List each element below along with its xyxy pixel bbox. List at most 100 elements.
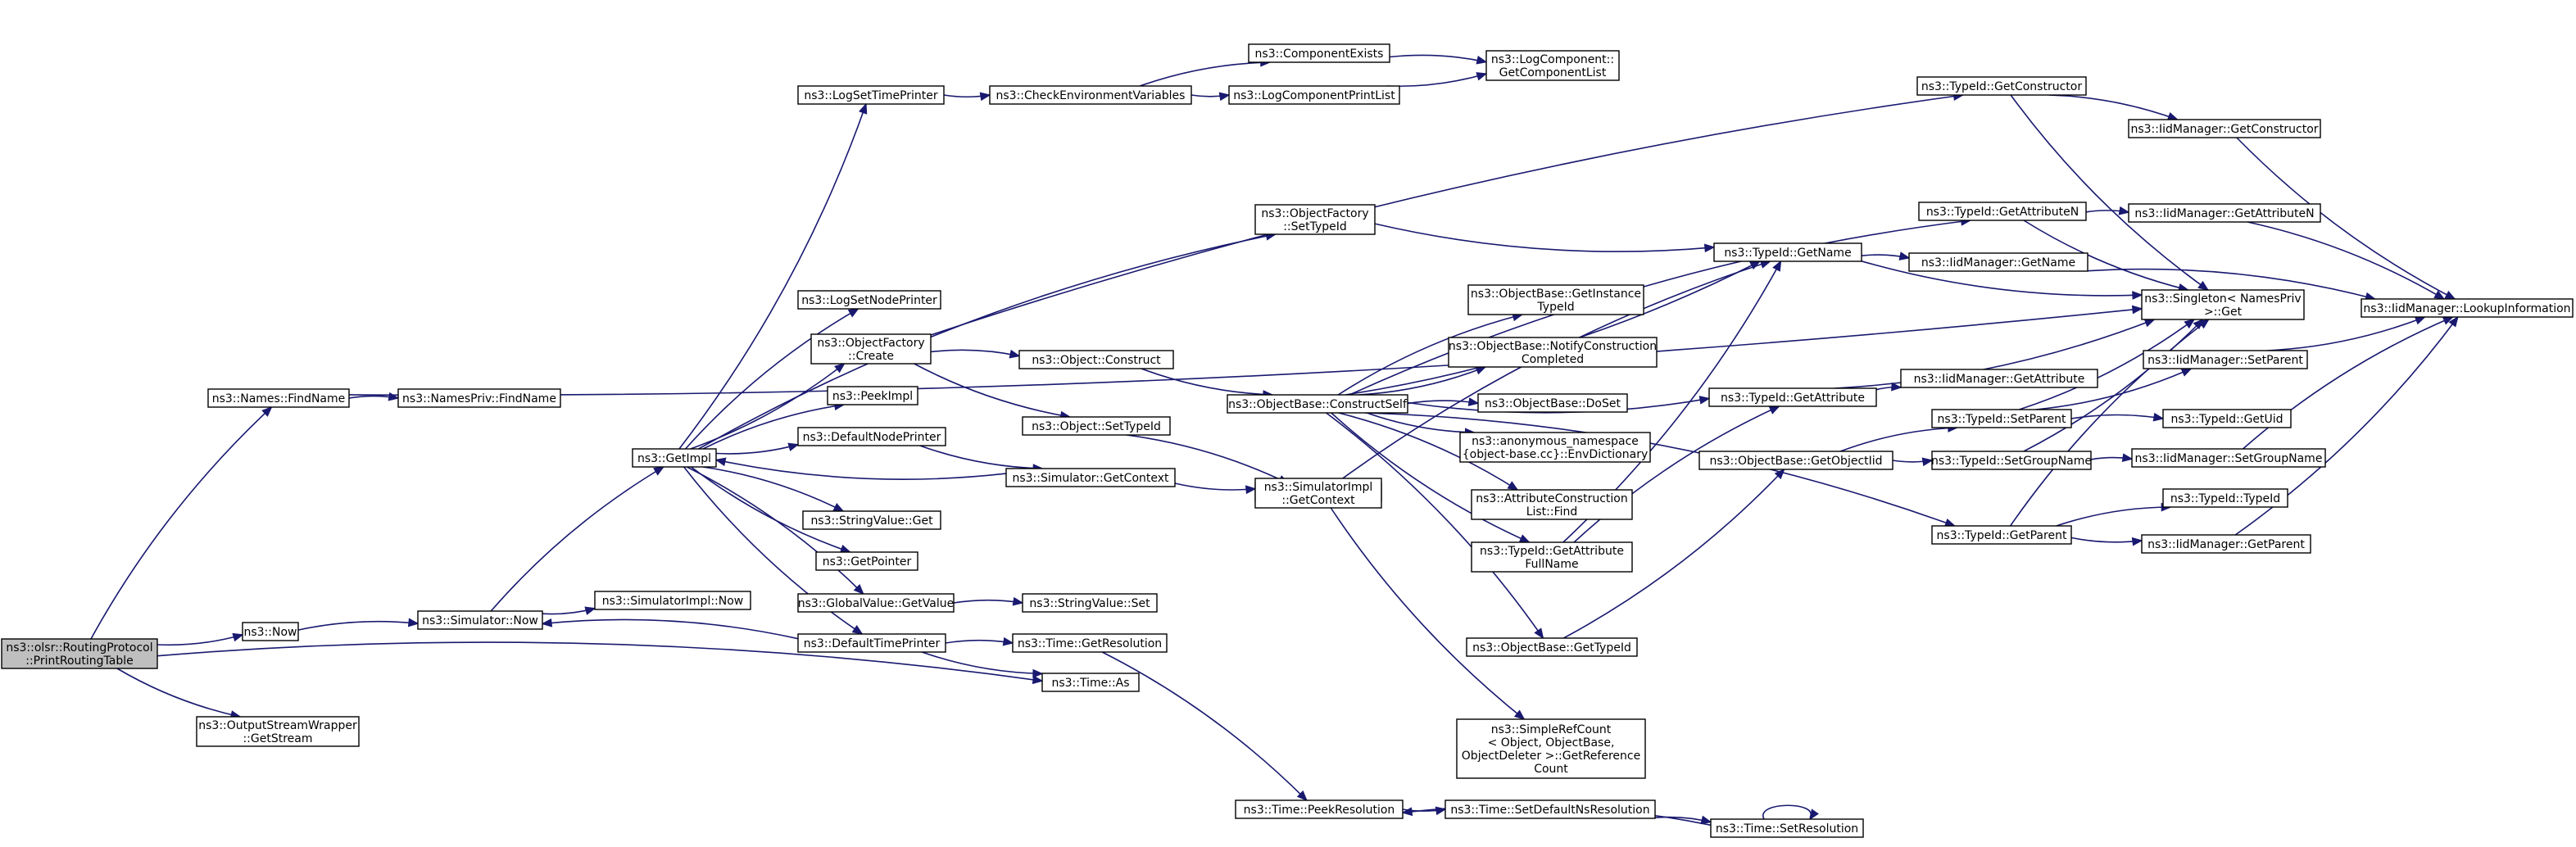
node-peekImpl[interactable]: ns3::PeekImpl bbox=[827, 386, 918, 405]
node-setRes[interactable]: ns3::Time::SetResolution bbox=[1710, 818, 1864, 838]
node-box[interactable] bbox=[417, 610, 543, 630]
node-simGetContext[interactable]: ns3::Simulator::GetContext bbox=[1005, 468, 1176, 487]
node-simImplNow[interactable]: ns3::SimulatorImpl::Now bbox=[594, 591, 751, 610]
node-box[interactable] bbox=[2141, 289, 2305, 320]
node-typeGetName[interactable]: ns3::TypeId::GetName bbox=[1713, 242, 1862, 262]
node-timeGetRes[interactable]: ns3::Time::GetResolution bbox=[1012, 633, 1168, 653]
node-box[interactable] bbox=[1900, 369, 2098, 388]
node-box[interactable] bbox=[1710, 818, 1864, 838]
node-timeAs[interactable]: ns3::Time::As bbox=[1041, 673, 1140, 692]
node-typeGetParent[interactable]: ns3::TypeId::GetParent bbox=[1931, 525, 2072, 545]
node-box[interactable] bbox=[1254, 204, 1376, 235]
node-box[interactable] bbox=[802, 510, 941, 530]
node-typeGetUid[interactable]: ns3::TypeId::GetUid bbox=[2162, 409, 2292, 428]
node-singleton[interactable]: ns3::Singleton< NamesPriv >::Get bbox=[2141, 289, 2305, 320]
node-iidLookup[interactable]: ns3::IidManager::LookupInformation bbox=[2361, 298, 2574, 318]
node-box[interactable] bbox=[797, 427, 946, 446]
node-setDefRes[interactable]: ns3::Time::SetDefaultNsResolution bbox=[1444, 799, 1656, 819]
node-objSetTypeId[interactable]: ns3::Object::SetTypeId bbox=[1022, 416, 1171, 436]
node-namesPrivFind[interactable]: ns3::NamesPriv::FindName bbox=[397, 388, 561, 408]
node-box[interactable] bbox=[1908, 252, 2088, 272]
node-box[interactable] bbox=[1005, 468, 1176, 487]
node-logCompGet[interactable]: ns3::LogComponent::GetComponentList bbox=[1485, 50, 1620, 81]
node-namesFind[interactable]: ns3::Names::FindName bbox=[207, 388, 350, 408]
node-box[interactable] bbox=[797, 593, 955, 613]
node-anonEnv[interactable]: ns3::anonymous_namespace{object-base.cc}… bbox=[1459, 432, 1651, 463]
node-box[interactable] bbox=[797, 633, 946, 653]
node-typeGetAttr[interactable]: ns3::TypeId::GetAttribute bbox=[1708, 387, 1877, 407]
node-box[interactable] bbox=[1466, 637, 1638, 657]
node-compExists[interactable]: ns3::ComponentExists bbox=[1248, 43, 1390, 63]
node-box[interactable] bbox=[1713, 242, 1862, 262]
node-now[interactable]: ns3::Now bbox=[242, 622, 299, 641]
node-box[interactable] bbox=[2128, 119, 2321, 138]
node-peekRes[interactable]: ns3::Time::PeekResolution bbox=[1235, 799, 1404, 819]
node-box[interactable] bbox=[1041, 673, 1140, 692]
node-box[interactable] bbox=[1698, 451, 1893, 470]
node-typeTypeId[interactable]: ns3::TypeId::TypeId bbox=[2162, 488, 2288, 508]
node-box[interactable] bbox=[1708, 387, 1877, 407]
node-typeGetConstructor[interactable]: ns3::TypeId::GetConstructor bbox=[1916, 76, 2087, 96]
node-getPointer[interactable]: ns3::GetPointer bbox=[815, 551, 918, 571]
node-objConstruct[interactable]: ns3::Object::Construct bbox=[1018, 350, 1174, 369]
node-box[interactable] bbox=[1022, 416, 1171, 436]
node-box[interactable] bbox=[815, 551, 918, 571]
node-box[interactable] bbox=[1459, 432, 1651, 463]
node-iidGetParent[interactable]: ns3::IidManager::GetParent bbox=[2141, 534, 2311, 554]
node-box[interactable] bbox=[1918, 202, 2087, 221]
node-box[interactable] bbox=[1228, 85, 1400, 105]
node-box[interactable] bbox=[1456, 718, 1646, 779]
node-box[interactable] bbox=[1916, 76, 2087, 96]
node-objBaseGetTypeId[interactable]: ns3::ObjectBase::GetTypeId bbox=[1466, 637, 1638, 657]
node-defNodePrinter[interactable]: ns3::DefaultNodePrinter bbox=[797, 427, 946, 446]
node-simpleRef[interactable]: ns3::SimpleRefCount< Object, ObjectBase,… bbox=[1456, 718, 1646, 779]
node-simImplGetContext[interactable]: ns3::SimulatorImpl::GetContext bbox=[1254, 478, 1382, 509]
node-strValSet[interactable]: ns3::StringValue::Set bbox=[1022, 593, 1158, 613]
node-iidGetConstructor[interactable]: ns3::IidManager::GetConstructor bbox=[2128, 119, 2321, 138]
node-root[interactable]: ns3::olsr::RoutingProtocol::PrintRouting… bbox=[1, 638, 158, 669]
node-box[interactable] bbox=[1254, 478, 1382, 509]
node-logSetNode[interactable]: ns3::LogSetNodePrinter bbox=[797, 290, 941, 310]
node-box[interactable] bbox=[2162, 409, 2292, 428]
node-box[interactable] bbox=[1931, 525, 2072, 545]
node-box[interactable] bbox=[1471, 489, 1633, 520]
node-globalValGet[interactable]: ns3::GlobalValue::GetValue bbox=[797, 593, 955, 613]
node-defTimePrinter[interactable]: ns3::DefaultTimePrinter bbox=[797, 633, 946, 653]
node-box[interactable] bbox=[827, 386, 918, 405]
node-box[interactable] bbox=[2143, 350, 2308, 369]
node-typeSetParent[interactable]: ns3::TypeId::SetParent bbox=[1931, 409, 2072, 428]
node-box[interactable] bbox=[632, 448, 717, 468]
node-box[interactable] bbox=[1012, 633, 1168, 653]
node-objBaseNotify[interactable]: ns3::ObjectBase::NotifyConstructionCompl… bbox=[1448, 337, 1658, 368]
node-box[interactable] bbox=[2141, 534, 2311, 554]
node-logSetTime[interactable]: ns3::LogSetTimePrinter bbox=[797, 85, 945, 105]
node-objBaseConstructSelf[interactable]: ns3::ObjectBase::ConstructSelf bbox=[1227, 394, 1408, 414]
node-box[interactable] bbox=[1485, 50, 1620, 81]
node-box[interactable] bbox=[797, 85, 945, 105]
node-box[interactable] bbox=[810, 333, 932, 365]
node-typeSetGroup[interactable]: ns3::TypeId::SetGroupName bbox=[1931, 451, 2092, 470]
node-box[interactable] bbox=[1448, 337, 1658, 368]
node-strValGet[interactable]: ns3::StringValue::Get bbox=[802, 510, 941, 530]
node-box[interactable] bbox=[797, 290, 941, 310]
node-simNow[interactable]: ns3::Simulator::Now bbox=[417, 610, 543, 630]
node-box[interactable] bbox=[397, 388, 561, 408]
node-box[interactable] bbox=[2162, 488, 2288, 508]
node-box[interactable] bbox=[1931, 409, 2072, 428]
node-iidGetName[interactable]: ns3::IidManager::GetName bbox=[1908, 252, 2088, 272]
node-getImpl[interactable]: ns3::GetImpl bbox=[632, 448, 717, 468]
node-objBaseGetObjIid[interactable]: ns3::ObjectBase::GetObjectIid bbox=[1698, 451, 1893, 470]
node-box[interactable] bbox=[207, 388, 350, 408]
node-objBaseDoSet[interactable]: ns3::ObjectBase::DoSet bbox=[1477, 393, 1628, 413]
node-objFactCreate[interactable]: ns3::ObjectFactory::Create bbox=[810, 333, 932, 365]
node-box[interactable] bbox=[242, 622, 299, 641]
node-iidGetAttr[interactable]: ns3::IidManager::GetAttribute bbox=[1900, 369, 2098, 388]
node-box[interactable] bbox=[1227, 394, 1408, 414]
node-iidSetParent[interactable]: ns3::IidManager::SetParent bbox=[2143, 350, 2308, 369]
node-box[interactable] bbox=[1467, 284, 1644, 315]
node-iidSetGroup[interactable]: ns3::IidManager::SetGroupName bbox=[2131, 448, 2326, 468]
node-checkEnv[interactable]: ns3::CheckEnvironmentVariables bbox=[989, 85, 1192, 105]
